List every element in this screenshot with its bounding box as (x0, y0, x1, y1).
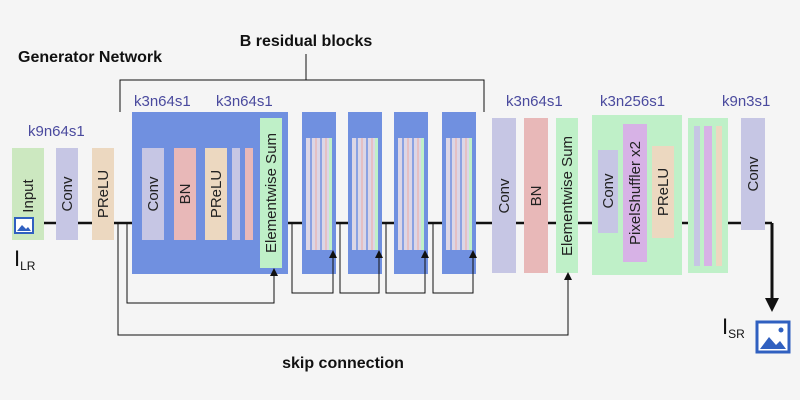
res-prelu-layer (205, 148, 227, 240)
residual-block-collapsed-2 (348, 112, 382, 274)
residual-skip-3 (339, 223, 383, 294)
post-bn-label: BN (528, 186, 545, 207)
res-conv1-label: Conv (145, 176, 162, 212)
input-prelu-label: PReLU (95, 170, 112, 218)
global-skip-connection (117, 223, 572, 336)
output-io-label: ISR (722, 314, 745, 341)
input-conv-layer (56, 148, 78, 240)
residual-bracket (119, 54, 485, 112)
res-bn2-layer (245, 148, 253, 240)
residual-skip-4 (385, 223, 429, 294)
residual-skip-2 (291, 223, 337, 294)
upsample-block-collapsed (688, 118, 728, 273)
res-conv1-param: k3n64s1 (134, 93, 191, 110)
res-conv1-layer (142, 148, 164, 240)
post-bn-layer (524, 118, 548, 273)
residual-block-collapsed-1 (302, 112, 336, 274)
res-conv2-param: k3n64s1 (216, 93, 273, 110)
res-conv2-layer (232, 148, 240, 240)
residual-block-collapsed-3 (394, 112, 428, 274)
input-prelu-layer (92, 148, 114, 240)
post-sum-layer (556, 118, 578, 273)
upsample-conv-layer (598, 150, 618, 233)
upsample-param: k3n256s1 (600, 93, 665, 110)
residual-skip-1 (126, 223, 278, 304)
res-prelu-label: PReLU (208, 170, 225, 218)
pixel-shuffler-label: PixelShuffler x2 (627, 141, 644, 245)
input-conv-label: Conv (59, 176, 76, 212)
upsample-conv-label: Conv (600, 173, 617, 209)
residual-blocks-label: B residual blocks (240, 33, 373, 50)
final-conv-layer (741, 118, 765, 230)
image-icon (14, 217, 34, 234)
image-icon (755, 320, 791, 354)
upsample-prelu-label: PReLU (655, 168, 672, 216)
input-conv-param: k9n64s1 (28, 123, 85, 140)
network-title: Generator Network (18, 49, 162, 66)
skip-connection-label: skip connection (282, 355, 404, 372)
final-conv-param: k9n3s1 (722, 93, 770, 110)
input-label: Input (20, 178, 37, 212)
res-sum-layer (260, 118, 282, 268)
res-sum-label: Elementwise Sum (263, 133, 280, 253)
pixel-shuffler-layer (623, 124, 647, 262)
residual-block-collapsed-4 (442, 112, 476, 274)
input-io-label: ILR (14, 246, 36, 273)
post-conv-layer (492, 118, 516, 273)
final-conv-label: Conv (745, 156, 762, 192)
upsample-prelu-layer (652, 146, 674, 238)
res-bn-label: BN (177, 184, 194, 205)
residual-skip-5 (432, 223, 477, 294)
post-conv-label: Conv (496, 178, 513, 214)
res-bn-layer (174, 148, 196, 240)
post-sum-label: Elementwise Sum (559, 136, 576, 256)
post-conv-param: k3n64s1 (506, 93, 563, 110)
